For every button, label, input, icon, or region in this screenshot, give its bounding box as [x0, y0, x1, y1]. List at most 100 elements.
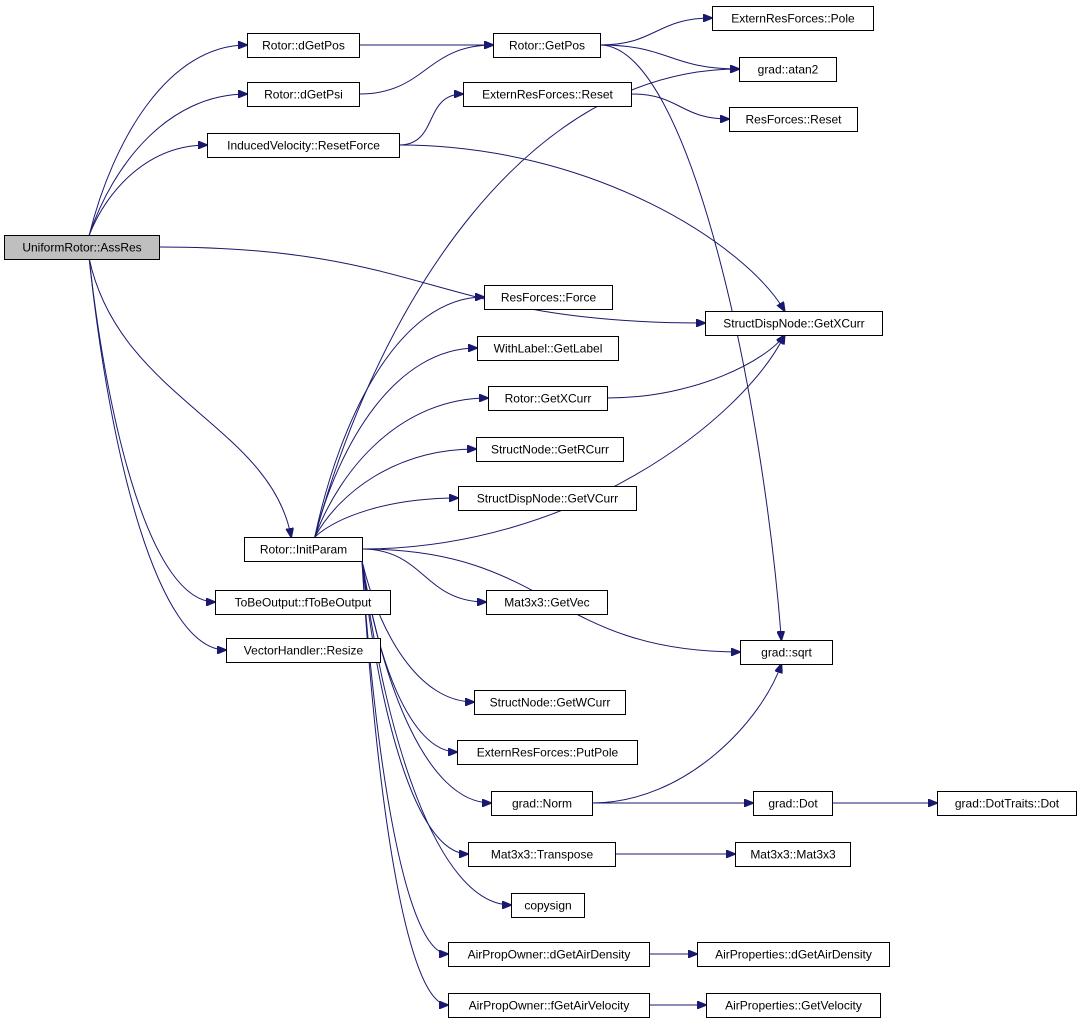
node-box [244, 537, 363, 562]
edge-assres-to-dgetpos [88, 45, 247, 236]
node-label: grad::sqrt [761, 646, 812, 660]
node-label: InducedVelocity::ResetForce [227, 139, 380, 153]
node-initparam[interactable]: Rotor::InitParam [244, 537, 363, 562]
node-label: grad::atan2 [758, 63, 819, 77]
edge-assres-to-vhresize [88, 258, 226, 650]
node-assres[interactable]: UniformRotor::AssRes [4, 235, 160, 260]
node-rfreset[interactable]: ResForces::Reset [729, 107, 858, 132]
node-label: ToBeOutput::fToBeOutput [235, 596, 372, 610]
node-box [4, 235, 160, 260]
edges [88, 18, 937, 1005]
edge-initparam-to-rotorgetxcurr [314, 398, 488, 538]
node-getvec[interactable]: Mat3x3::GetVec [486, 590, 608, 615]
node-transpose[interactable]: Mat3x3::Transpose [468, 842, 616, 867]
node-box [484, 285, 613, 310]
node-box [491, 791, 593, 816]
node-label: ExternResForces::Reset [482, 88, 613, 102]
node-box [457, 740, 638, 765]
edge-resetforce-to-erfreset [398, 94, 463, 146]
node-label: UniformRotor::AssRes [22, 241, 141, 255]
node-box [448, 993, 650, 1018]
node-resetforce[interactable]: InducedVelocity::ResetForce [207, 133, 400, 158]
node-erfreset[interactable]: ExternResForces::Reset [463, 82, 632, 107]
node-dgetpsi[interactable]: Rotor::dGetPsi [247, 82, 360, 107]
edge-initparam-to-rfforce [314, 297, 484, 538]
node-rotorgetxcurr[interactable]: Rotor::GetXCurr [488, 386, 608, 411]
node-label: StructDispNode::GetVCurr [477, 492, 618, 506]
node-box [697, 942, 890, 967]
edge-initparam-to-getvec [361, 548, 486, 602]
node-label: AirPropOwner::dGetAirDensity [468, 948, 631, 962]
node-box [458, 486, 637, 511]
node-getxcurr[interactable]: StructDispNode::GetXCurr [705, 311, 883, 336]
node-apgetvelocity[interactable]: AirProperties::GetVelocity [706, 993, 881, 1018]
edge-initparam-to-atan2 [314, 69, 739, 538]
node-label: WithLabel::GetLabel [494, 342, 603, 356]
node-box [706, 993, 881, 1018]
node-box [488, 386, 608, 411]
node-vhresize[interactable]: VectorHandler::Resize [226, 638, 381, 663]
edge-rotorgetxcurr-to-getxcurr [606, 335, 785, 399]
edge-initparam-to-transpose [361, 560, 468, 854]
node-label: ResForces::Reset [745, 113, 842, 127]
node-mat3x3[interactable]: Mat3x3::Mat3x3 [735, 842, 851, 867]
edge-resetforce-to-getxcurr [398, 144, 785, 311]
node-rfforce[interactable]: ResForces::Force [484, 285, 613, 310]
nodes: UniformRotor::AssResRotor::dGetPosRotor:… [4, 6, 1077, 1018]
node-getwcurr[interactable]: StructNode::GetWCurr [474, 690, 626, 715]
edge-getpos-to-sqrt [599, 44, 781, 640]
node-box [705, 311, 883, 336]
node-box [735, 842, 851, 867]
node-box [476, 437, 624, 462]
node-box [463, 82, 632, 107]
edge-initparam-to-copysign [361, 560, 511, 905]
node-getpos[interactable]: Rotor::GetPos [493, 33, 601, 58]
node-label: StructDispNode::GetXCurr [723, 317, 864, 331]
node-box [226, 638, 381, 663]
node-label: Rotor::GetXCurr [505, 392, 592, 406]
edge-initparam-to-getvcurr [314, 498, 458, 538]
node-label: grad::Norm [512, 797, 572, 811]
node-box [712, 6, 874, 31]
node-label: Mat3x3::Transpose [491, 848, 594, 862]
node-box [477, 336, 619, 361]
edge-assres-to-tobeoutput [88, 258, 215, 602]
node-putpole[interactable]: ExternResForces::PutPole [457, 740, 638, 765]
node-box [729, 107, 858, 132]
node-getvcurr[interactable]: StructDispNode::GetVCurr [458, 486, 637, 511]
node-atan2[interactable]: grad::atan2 [739, 57, 837, 82]
node-label: Mat3x3::Mat3x3 [750, 848, 836, 862]
node-label: StructNode::GetWCurr [490, 696, 611, 710]
node-label: copysign [524, 899, 571, 913]
edge-initparam-to-getwcurr [361, 560, 474, 702]
edge-initparam-to-getlabel [314, 348, 477, 538]
node-dgetpos[interactable]: Rotor::dGetPos [247, 33, 360, 58]
node-sqrt[interactable]: grad::sqrt [740, 640, 833, 665]
node-norm[interactable]: grad::Norm [491, 791, 593, 816]
node-dottraits[interactable]: grad::DotTraits::Dot [937, 791, 1077, 816]
node-label: grad::DotTraits::Dot [955, 797, 1060, 811]
edge-initparam-to-dgetairdensity [361, 560, 448, 954]
edge-assres-to-resetforce [88, 145, 207, 236]
node-erfpole[interactable]: ExternResForces::Pole [712, 6, 874, 31]
node-tobeoutput[interactable]: ToBeOutput::fToBeOutput [215, 590, 391, 615]
node-dot[interactable]: grad::Dot [753, 791, 833, 816]
node-getlabel[interactable]: WithLabel::GetLabel [477, 336, 619, 361]
edge-initparam-to-getxcurr [361, 335, 785, 550]
node-box [207, 133, 400, 158]
node-box [247, 33, 360, 58]
node-apdgetairdensity[interactable]: AirProperties::dGetAirDensity [697, 942, 890, 967]
node-label: Rotor::GetPos [509, 39, 585, 53]
node-getrcurr[interactable]: StructNode::GetRCurr [476, 437, 624, 462]
node-box [937, 791, 1077, 816]
node-dgetairdensity[interactable]: AirPropOwner::dGetAirDensity [448, 942, 650, 967]
node-box [739, 57, 837, 82]
node-box [448, 942, 650, 967]
edge-assres-to-initparam [88, 258, 291, 537]
node-label: ExternResForces::Pole [731, 12, 855, 26]
node-fgetairvelocity[interactable]: AirPropOwner::fGetAirVelocity [448, 993, 650, 1018]
node-box [511, 893, 585, 918]
node-copysign[interactable]: copysign [511, 893, 585, 918]
node-label: AirProperties::dGetAirDensity [715, 948, 872, 962]
